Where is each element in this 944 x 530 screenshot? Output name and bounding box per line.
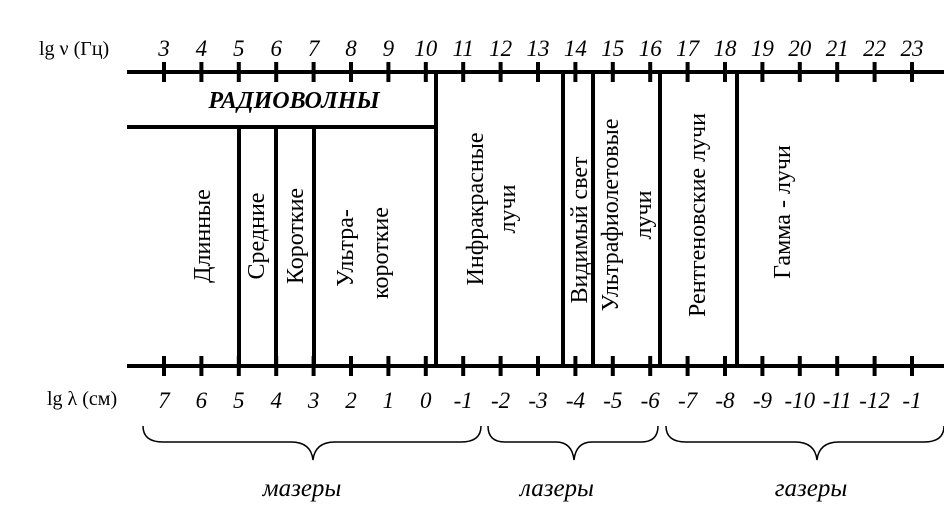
wavelength-tick-label: -1	[902, 388, 921, 413]
group-label-gasers: газеры	[775, 475, 848, 502]
frequency-tick-label: 5	[233, 36, 245, 61]
frequency-tick-label: 8	[345, 36, 357, 61]
frequency-tick-label: 15	[601, 36, 624, 61]
frequency-tick-label: 23	[901, 36, 924, 61]
frequency-tick-label: 14	[564, 36, 587, 61]
frequency-tick-label: 9	[383, 36, 395, 61]
wavelength-tick-label: -2	[491, 388, 510, 413]
gasers-brace	[665, 425, 944, 461]
frequency-tick-label: 17	[676, 36, 701, 61]
band-label-infrared-line2: лучи	[495, 184, 521, 233]
band-label-gamma: Гамма - лучи	[770, 145, 796, 279]
frequency-tick-label: 18	[714, 36, 738, 61]
frequency-tick-label: 16	[639, 36, 663, 61]
wavelength-tick-label: 0	[420, 388, 432, 413]
wavelength-tick-label: -12	[859, 388, 890, 413]
frequency-tick-label: 4	[196, 36, 208, 61]
band-label-ultraviolet-line1: Ультрафиолетовые	[598, 119, 624, 312]
frequency-tick-label: 6	[270, 36, 282, 61]
wavelength-tick-label: 7	[158, 388, 171, 413]
frequency-tick-label: 12	[489, 36, 512, 61]
lasers-brace	[487, 425, 659, 461]
frequency-axis-label: lg ν (Гц)	[39, 38, 109, 60]
frequency-tick-label: 11	[453, 36, 474, 61]
band-label-xray: Рентгеновские лучи	[685, 113, 711, 317]
band-label-long: Длинные	[190, 189, 216, 283]
wavelength-tick-label: -3	[528, 388, 547, 413]
band-label-infrared-line1: Инфракрасные	[463, 133, 489, 286]
wavelength-tick-label: -1	[454, 388, 473, 413]
frequency-tick-label: 13	[527, 36, 550, 61]
wavelength-tick-label: 5	[233, 388, 245, 413]
group-label-lasers: лазеры	[518, 475, 594, 502]
wavelength-tick-label: -8	[715, 388, 735, 413]
band-label-ultraviolet-line2: лучи	[631, 190, 657, 239]
frequency-tick-label: 7	[308, 36, 321, 61]
wavelength-tick-label: -4	[566, 388, 585, 413]
frequency-tick-label: 3	[157, 36, 170, 61]
masers-brace	[142, 425, 482, 461]
wavelength-tick-label: -10	[784, 388, 815, 413]
band-label-medium: Средние	[244, 193, 270, 280]
band-label-ultra-line1: Ультра-	[333, 209, 359, 287]
wavelength-axis-label: lg λ (см)	[47, 388, 117, 410]
frequency-tick-label: 20	[788, 36, 812, 61]
wavelength-tick-label: 4	[270, 388, 282, 413]
wavelength-tick-label: 3	[307, 388, 320, 413]
band-label-ultra-line2: короткие	[368, 207, 394, 299]
wavelength-tick-label: 1	[383, 388, 395, 413]
wavelength-tick-label: -7	[678, 388, 699, 413]
band-separators	[237, 72, 739, 366]
radio-waves-title: РАДИОВОЛНЫ	[207, 88, 380, 114]
wavelength-tick-label: -11	[823, 388, 852, 413]
wavelength-tick-label: -6	[641, 388, 661, 413]
frequency-tick-label: 22	[863, 36, 886, 61]
group-label-masers: мазеры	[262, 475, 342, 502]
frequency-tick-label: 10	[414, 36, 438, 61]
band-label-visible: Видимый свет	[567, 156, 593, 304]
band-label-short: Короткие	[283, 188, 309, 284]
wavelength-tick-label: 6	[196, 388, 208, 413]
wavelength-tick-label: 2	[345, 388, 357, 413]
wavelength-tick-label: -5	[603, 388, 622, 413]
frequency-tick-label: 19	[751, 36, 775, 61]
wavelength-tick-label: -9	[753, 388, 773, 413]
frequency-tick-label: 21	[826, 36, 849, 61]
